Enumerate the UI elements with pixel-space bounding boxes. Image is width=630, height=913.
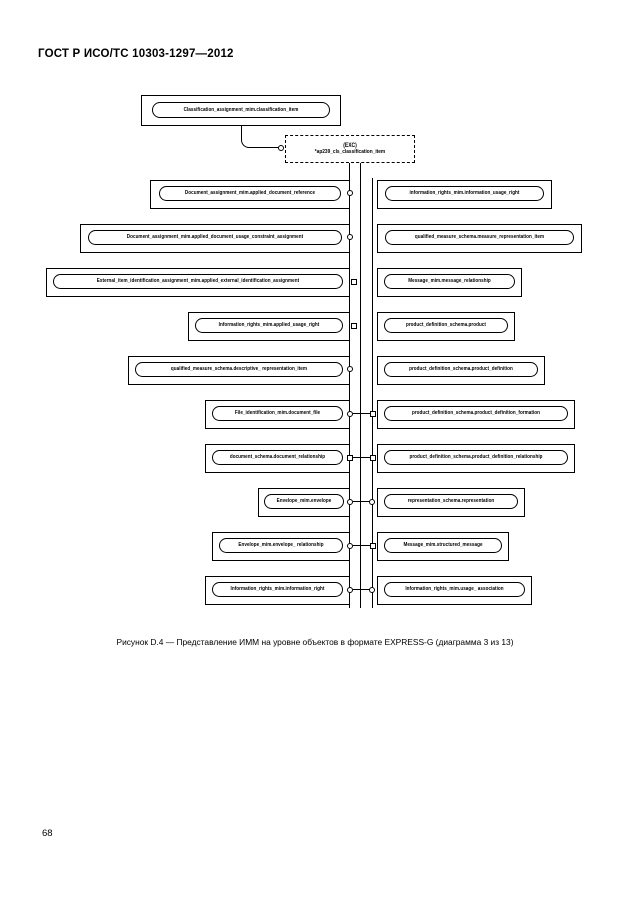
entity-capsule-e18[interactable]: Message_mim.structured_message — [384, 538, 502, 553]
entity-capsule-e10[interactable]: product_definition_schema.product_defini… — [384, 362, 538, 377]
entity-capsule-e1[interactable]: Document_assignment_mim.applied_document… — [159, 186, 341, 201]
entity-capsule-e7[interactable]: Information_rights_mim.applied_usage_rig… — [195, 318, 343, 333]
express-g-diagram: Classification_assignment_mim.classifica… — [0, 80, 630, 620]
entity-label-e17: Envelope_mim.envelope_ relationship — [238, 541, 324, 548]
connector-circle-e20 — [369, 587, 375, 593]
document-standard-header: ГОСТ Р ИСО/ТС 10303-1297—2012 — [38, 48, 234, 60]
figure-caption: Рисунок D.4 — Представление ИММ на уровн… — [116, 637, 514, 647]
schema-reference-line1: (EXC) — [343, 142, 357, 150]
entity-capsule-e8[interactable]: product_definition_schema.product — [384, 318, 508, 333]
page-number: 68 — [42, 828, 53, 839]
entity-capsule-e17[interactable]: Envelope_mim.envelope_ relationship — [219, 538, 343, 553]
entity-label-e2: information_rights_mim.information_usage… — [409, 189, 520, 196]
entity-capsule-e6[interactable]: Message_mim.message_relationship — [384, 274, 515, 289]
connector-circle-e17 — [347, 543, 353, 549]
trunk-line-left — [349, 163, 351, 608]
entity-label-e20: Information_rights_mim.usage_ associatio… — [405, 585, 504, 592]
entity-capsule-e4[interactable]: qualified_measure_schema.measure_represe… — [385, 230, 574, 245]
entity-label-e0: Classification_assignment_mim.classifica… — [183, 105, 299, 113]
entity-label-e9: qualified_measure_schema.descriptive_ re… — [170, 365, 308, 372]
connector-hline-row9 — [353, 545, 373, 547]
entity-capsule-e20[interactable]: Information_rights_mim.usage_ associatio… — [384, 582, 525, 597]
connector-circle-e1 — [347, 190, 353, 196]
connector-square-e18 — [370, 543, 376, 549]
entity-label-e3: Document_assignment_mim.applied_document… — [126, 233, 304, 240]
connector-hline-row6 — [353, 413, 373, 415]
entity-label-e11: File_identification_mim.document_file — [234, 409, 321, 416]
schema-reference-box[interactable]: (EXC) *ap239_cls_classification_item — [285, 135, 415, 163]
connector-square-e12 — [370, 411, 376, 417]
entity-capsule-e15[interactable]: Envelope_mim.envelope — [264, 494, 344, 509]
connector-circle-e16 — [369, 499, 375, 505]
entity-label-e10: product_definition_schema.product_defini… — [409, 365, 513, 372]
entity-capsule-e12[interactable]: product_definition_schema.product_defini… — [384, 406, 568, 421]
entity-capsule-e11[interactable]: File_identification_mim.document_file — [212, 406, 343, 421]
entity-label-e15: Envelope_mim.envelope — [276, 497, 332, 504]
connector-hline-row10 — [353, 589, 373, 591]
entity-capsule-e14[interactable]: product_definition_schema.product_defini… — [384, 450, 568, 465]
entity-capsule-e3[interactable]: Document_assignment_mim.applied_document… — [88, 230, 342, 245]
connector-circle-e11 — [347, 411, 353, 417]
entity-capsule-e16[interactable]: representation_schema.representation — [384, 494, 518, 509]
entity-label-e5: External_item_identification_assignment_… — [96, 277, 300, 284]
entity-label-e13: document_schema.document_relationship — [229, 453, 326, 460]
schema-reference-line2: *ap239_cls_classification_item — [314, 149, 386, 156]
entity-label-e7: Information_rights_mim.applied_usage_rig… — [218, 321, 320, 328]
entity-label-e4: qualified_measure_schema.measure_represe… — [414, 233, 545, 240]
connector-circle-e15 — [347, 499, 353, 505]
connector-square-e5 — [351, 279, 357, 285]
connector-square-e13 — [347, 455, 353, 461]
entity-capsule-e9[interactable]: qualified_measure_schema.descriptive_ re… — [135, 362, 343, 377]
connector-square-e7 — [351, 323, 357, 329]
connector-circle-e19 — [347, 587, 353, 593]
entity-label-e14: product_definition_schema.product_defini… — [409, 453, 543, 460]
entity-capsule-e13[interactable]: document_schema.document_relationship — [212, 450, 343, 465]
trunk-line-center — [360, 163, 362, 608]
connector-circle-sref — [278, 145, 284, 151]
entity-label-e12: product_definition_schema.product_defini… — [411, 409, 540, 416]
connector-hline-row8 — [353, 501, 373, 503]
connector-hline-row7 — [353, 457, 373, 459]
entity-capsule-e0[interactable]: Classification_assignment_mim.classifica… — [152, 102, 330, 118]
entity-label-e16: representation_schema.representation — [407, 497, 495, 504]
entity-label-e8: product_definition_schema.product — [405, 321, 486, 328]
connector-square-e14 — [370, 455, 376, 461]
trunk-line-right — [372, 178, 374, 608]
entity-capsule-e19[interactable]: Information_rights_mim.information_right — [212, 582, 343, 597]
entity-label-e1: Document_assignment_mim.applied_document… — [184, 189, 316, 196]
entity-capsule-e2[interactable]: information_rights_mim.information_usage… — [385, 186, 544, 201]
connector-circle-e3 — [347, 234, 353, 240]
entity-capsule-e5[interactable]: External_item_identification_assignment_… — [53, 274, 343, 289]
entity-label-e18: Message_mim.structured_message — [403, 541, 483, 548]
entity-label-e6: Message_mim.message_relationship — [408, 277, 491, 284]
connector-elbow-e0-sref — [241, 126, 281, 148]
entity-label-e19: Information_rights_mim.information_right — [230, 585, 325, 592]
connector-circle-e9 — [347, 366, 353, 372]
